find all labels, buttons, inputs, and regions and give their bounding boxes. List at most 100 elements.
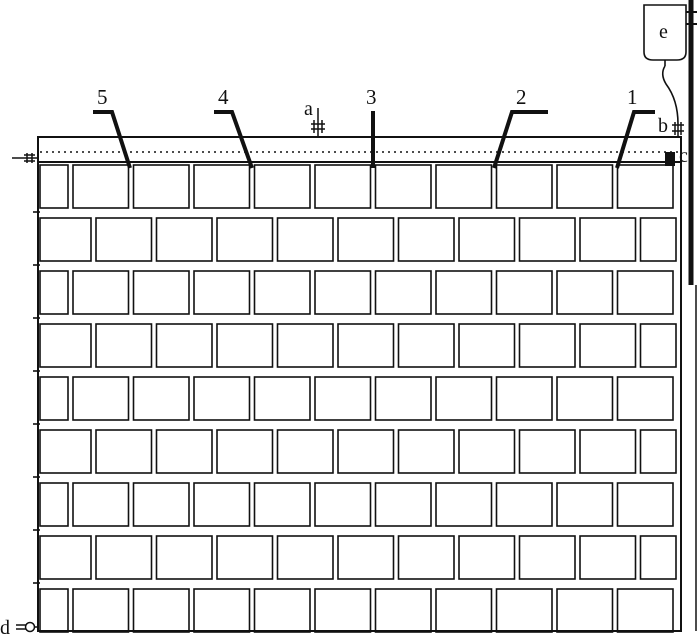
brick bbox=[495, 164, 553, 209]
brick bbox=[132, 270, 190, 315]
brick bbox=[556, 588, 614, 633]
brick bbox=[518, 217, 576, 262]
brick bbox=[337, 323, 395, 368]
brick bbox=[616, 164, 674, 209]
brick bbox=[579, 429, 637, 474]
probes bbox=[93, 110, 655, 169]
brick bbox=[337, 535, 395, 580]
brick bbox=[337, 217, 395, 262]
probe-3-label: 3 bbox=[366, 85, 377, 109]
brick bbox=[435, 376, 493, 421]
brick bbox=[579, 323, 637, 368]
brick bbox=[314, 482, 372, 527]
brick bbox=[495, 376, 553, 421]
brick bbox=[397, 323, 455, 368]
brick bbox=[639, 429, 677, 474]
brick bbox=[155, 429, 213, 474]
brick bbox=[397, 535, 455, 580]
probe-4-label: 4 bbox=[218, 85, 229, 109]
brick bbox=[193, 482, 251, 527]
brick bbox=[132, 588, 190, 633]
brick bbox=[397, 217, 455, 262]
brick bbox=[314, 588, 372, 633]
brick bbox=[518, 429, 576, 474]
brick bbox=[314, 270, 372, 315]
probe-1 bbox=[615, 110, 655, 169]
brick bbox=[253, 482, 311, 527]
brick bbox=[276, 323, 334, 368]
brick bbox=[276, 217, 334, 262]
brick bbox=[435, 270, 493, 315]
brick bbox=[374, 270, 432, 315]
brick bbox=[39, 323, 92, 368]
point-c-marker bbox=[665, 152, 675, 166]
brick bbox=[616, 376, 674, 421]
brick bbox=[556, 270, 614, 315]
brick bbox=[639, 323, 677, 368]
brick bbox=[518, 535, 576, 580]
brick bbox=[639, 217, 677, 262]
brick bbox=[39, 164, 69, 209]
brick bbox=[132, 482, 190, 527]
brick bbox=[616, 270, 674, 315]
brick bbox=[216, 429, 274, 474]
brick bbox=[458, 323, 516, 368]
brick bbox=[193, 376, 251, 421]
brick bbox=[435, 164, 493, 209]
brick bbox=[314, 376, 372, 421]
brick bbox=[253, 588, 311, 633]
brick bbox=[155, 323, 213, 368]
wall-outline bbox=[37, 136, 682, 632]
wall-frame bbox=[37, 136, 682, 632]
probe-2 bbox=[492, 110, 548, 169]
brick bbox=[337, 429, 395, 474]
brick bbox=[72, 164, 130, 209]
brick bbox=[314, 164, 372, 209]
brick bbox=[216, 217, 274, 262]
brick bbox=[458, 217, 516, 262]
brick bbox=[397, 429, 455, 474]
brick bbox=[95, 535, 153, 580]
brick bbox=[374, 164, 432, 209]
point-b-label: b bbox=[658, 115, 668, 137]
brick bbox=[155, 535, 213, 580]
brick bbox=[72, 376, 130, 421]
support-stand bbox=[686, 0, 697, 631]
point-d-label: d bbox=[0, 617, 10, 635]
brick bbox=[72, 482, 130, 527]
left-ticks bbox=[33, 211, 40, 584]
brick bbox=[253, 376, 311, 421]
brick bbox=[374, 588, 432, 633]
point-c-label: c bbox=[679, 145, 688, 167]
reservoir-bag-icon bbox=[643, 4, 687, 125]
valve-b-icon bbox=[672, 122, 684, 137]
brick bbox=[193, 164, 251, 209]
brick bbox=[253, 164, 311, 209]
brick bbox=[518, 323, 576, 368]
brick bbox=[374, 376, 432, 421]
brick bbox=[616, 482, 674, 527]
brick bbox=[95, 323, 153, 368]
brick bbox=[616, 588, 674, 633]
brick bbox=[193, 270, 251, 315]
brick bbox=[216, 323, 274, 368]
brick bbox=[72, 588, 130, 633]
brick bbox=[639, 535, 677, 580]
brick-courses bbox=[39, 164, 677, 633]
brick bbox=[39, 535, 92, 580]
brick bbox=[95, 429, 153, 474]
brick bbox=[193, 588, 251, 633]
brick bbox=[132, 376, 190, 421]
brick bbox=[495, 588, 553, 633]
brick bbox=[556, 164, 614, 209]
point-e-label: e bbox=[659, 21, 668, 43]
brick bbox=[556, 376, 614, 421]
probe-2-label: 2 bbox=[516, 85, 527, 109]
brick bbox=[253, 270, 311, 315]
brick bbox=[458, 429, 516, 474]
brick bbox=[435, 482, 493, 527]
brick bbox=[579, 217, 637, 262]
probe-5-label: 5 bbox=[97, 85, 108, 109]
